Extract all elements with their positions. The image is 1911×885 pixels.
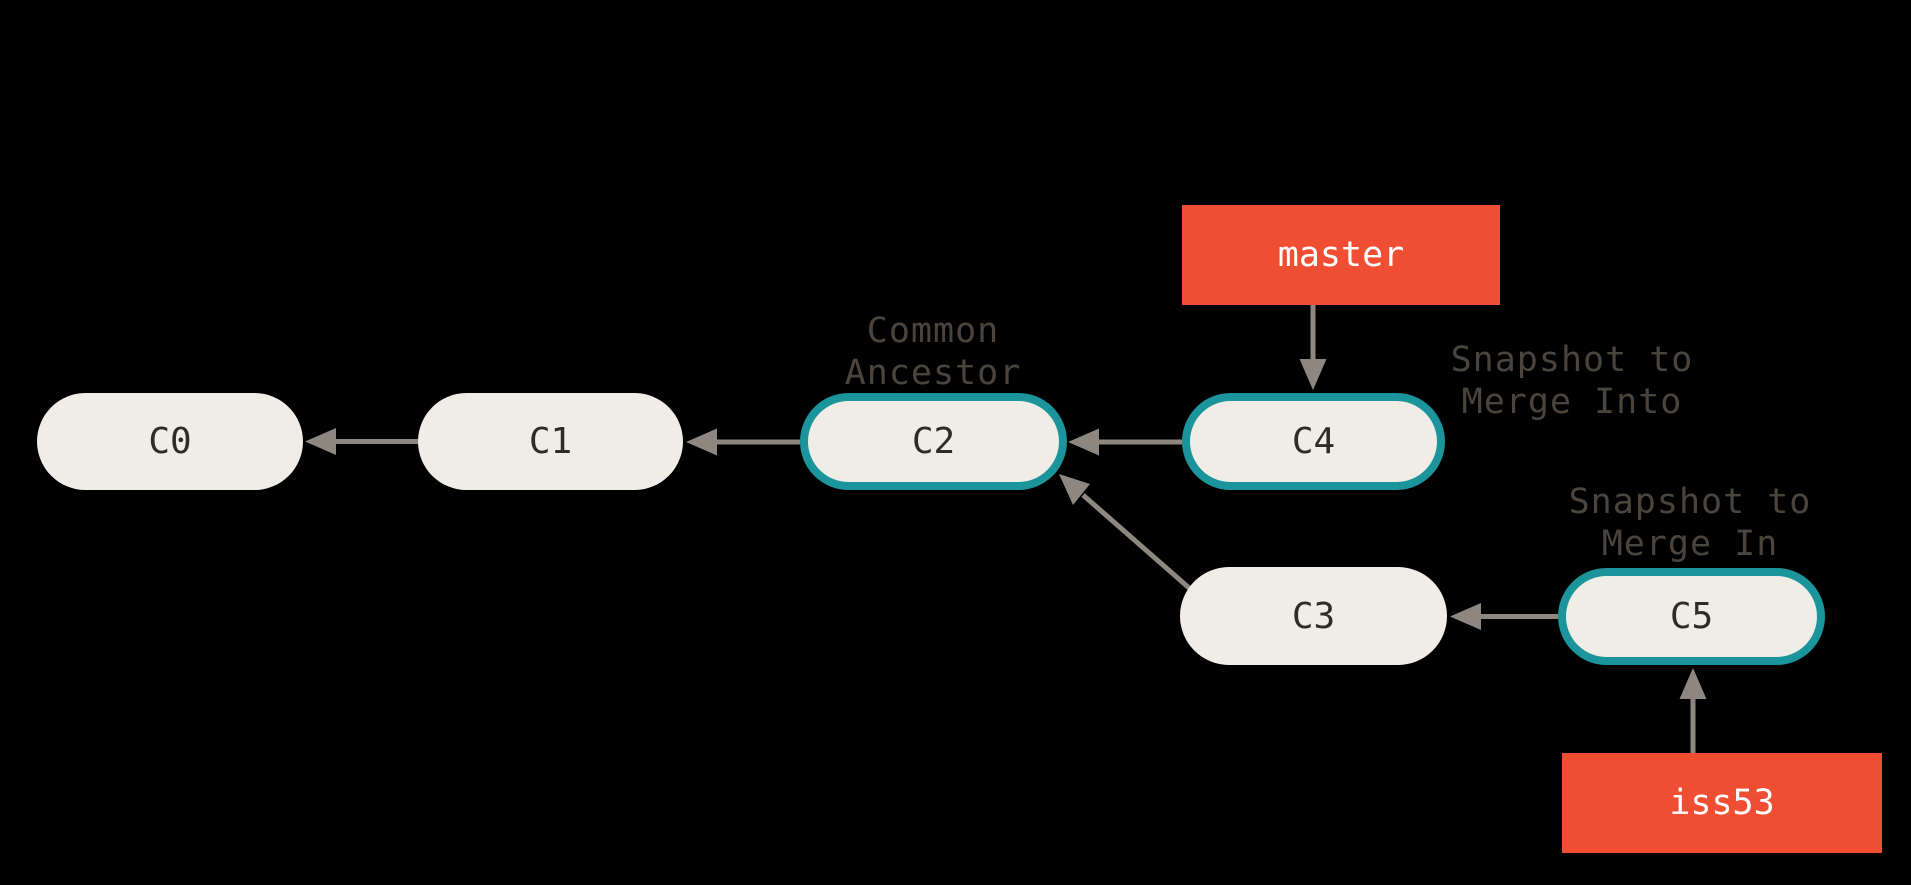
commit-node-c3: C3 — [1180, 567, 1447, 665]
commit-label-c5: C5 — [1669, 596, 1714, 637]
arrow-iss53-to-c5 — [1679, 668, 1707, 753]
annotation-snapshot-merge-into: Snapshot to Merge Into — [1422, 339, 1722, 423]
annotation-snapshot-merge-in: Snapshot to Merge In — [1540, 481, 1840, 565]
commit-node-c0: C0 — [37, 393, 303, 490]
arrow-c3-to-c2 — [1059, 474, 1198, 596]
annotation-common-ancestor: Common Ancestor — [783, 310, 1083, 394]
annotation-snapshot-merge-into-line1: Snapshot to — [1450, 340, 1694, 380]
commit-node-c5: C5 — [1558, 568, 1825, 665]
commit-label-c1: C1 — [528, 421, 573, 462]
arrow-c4-to-c2 — [1068, 428, 1182, 456]
arrow-c2-to-c1 — [686, 428, 800, 456]
commit-node-c2: C2 — [800, 393, 1067, 490]
arrow-master-to-c4 — [1299, 305, 1327, 390]
arrow-c1-to-c0 — [305, 428, 418, 455]
annotation-snapshot-merge-into-line2: Merge Into — [1461, 382, 1683, 422]
commit-label-c2: C2 — [911, 421, 956, 462]
commit-label-c3: C3 — [1291, 595, 1336, 637]
annotation-snapshot-merge-in-line2: Merge In — [1601, 524, 1779, 564]
commit-node-c4: C4 — [1182, 393, 1445, 490]
branch-label-iss53-text: iss53 — [1669, 783, 1775, 823]
arrow-c5-to-c3 — [1450, 603, 1558, 630]
annotation-snapshot-merge-in-line1: Snapshot to — [1568, 482, 1812, 522]
annotation-common-ancestor-line2: Ancestor — [844, 353, 1022, 393]
branch-label-master-text: master — [1277, 235, 1405, 275]
commit-node-c1: C1 — [418, 393, 683, 490]
commit-label-c4: C4 — [1291, 421, 1336, 462]
branch-label-master: master — [1182, 205, 1500, 305]
commit-label-c0: C0 — [148, 421, 192, 462]
branch-label-iss53: iss53 — [1562, 753, 1882, 853]
annotation-common-ancestor-line1: Common — [866, 311, 1000, 351]
